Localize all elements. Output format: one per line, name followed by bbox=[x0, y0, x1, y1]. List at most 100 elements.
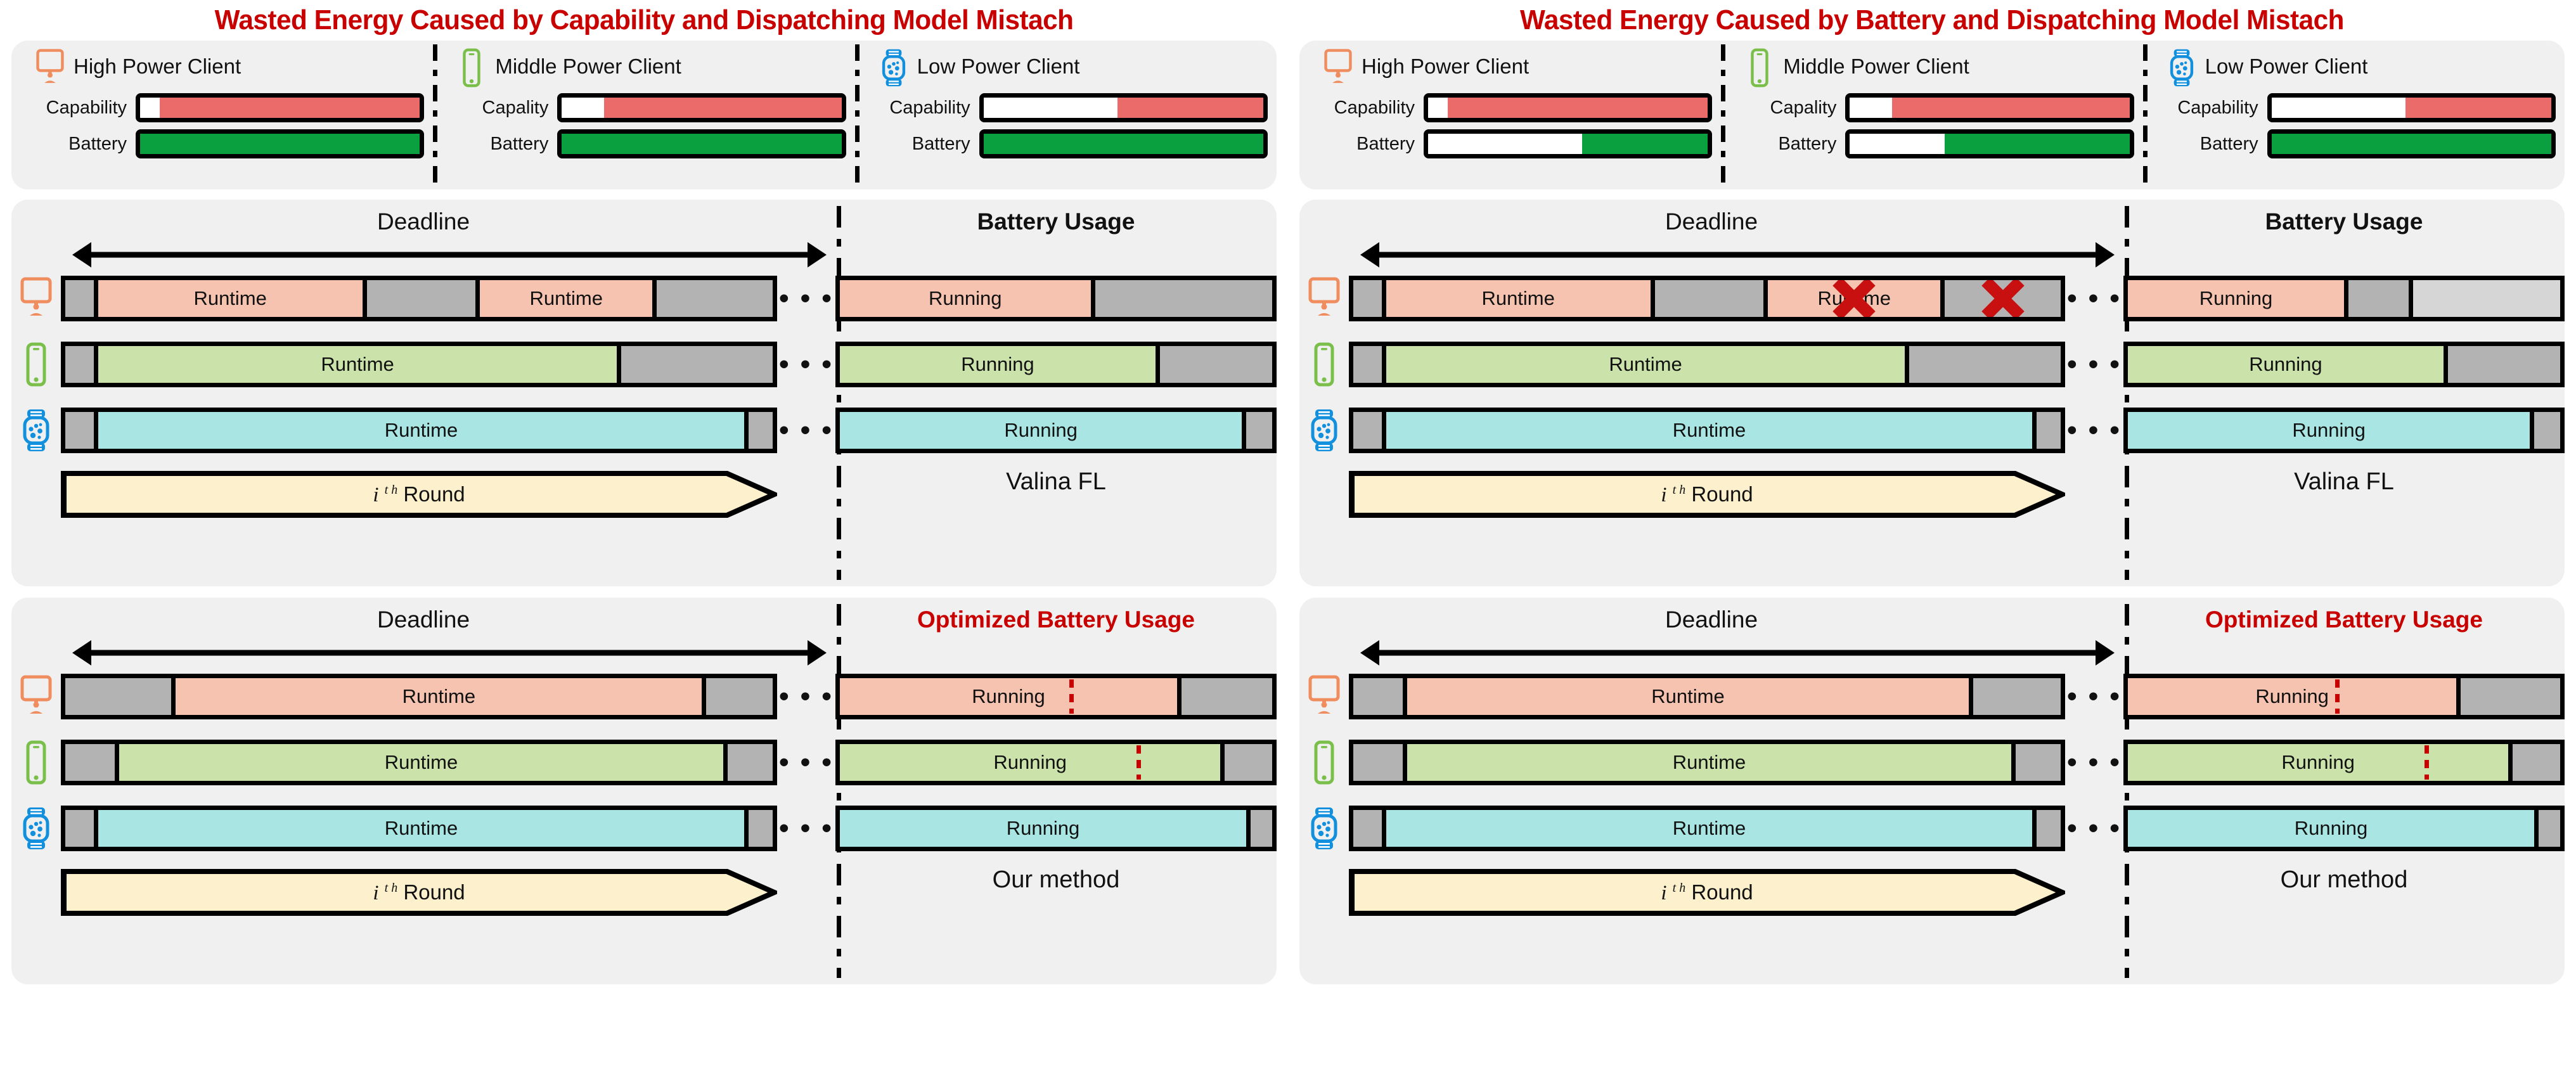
running-segment: Running bbox=[840, 412, 1242, 449]
monitor-icon bbox=[1323, 48, 1353, 85]
capability-row: Capality bbox=[442, 93, 846, 122]
running-segment bbox=[1220, 744, 1272, 781]
deadline-title: Deadline bbox=[377, 209, 470, 235]
deadline-bar: Runtime bbox=[1349, 806, 2065, 851]
phone-icon bbox=[11, 740, 61, 785]
running-segment: Running bbox=[840, 280, 1091, 317]
section-title: Wasted Energy Caused by Battery and Disp… bbox=[1520, 4, 2344, 35]
battery-side: Battery Usage Running Running Running Va… bbox=[2123, 200, 2565, 586]
round-row: i t h Round • • • bbox=[1299, 865, 2123, 920]
battery-track-row: Running bbox=[2123, 733, 2565, 792]
round-banner: i t h Round bbox=[61, 868, 777, 917]
watch-icon bbox=[879, 48, 908, 87]
round-banner: i t h Round bbox=[1349, 868, 2065, 917]
runtime-segment bbox=[702, 678, 773, 715]
phone-icon bbox=[1751, 48, 1769, 87]
deadline-track-row: Runtime • • • bbox=[11, 667, 835, 726]
cross-out-icon bbox=[1978, 280, 2028, 317]
running-segment: Running bbox=[840, 744, 1221, 781]
deadline-bar: Runtime bbox=[1349, 408, 2065, 453]
battery-usage-title: Battery Usage bbox=[977, 209, 1135, 235]
running-segment bbox=[2443, 346, 2560, 383]
running-segment bbox=[1242, 412, 1272, 449]
method-name: Our method bbox=[2280, 866, 2408, 893]
capability-label: Capability bbox=[46, 97, 127, 118]
client-header: High Power Client bbox=[1308, 47, 1712, 86]
capability-row: Capability bbox=[20, 93, 425, 122]
runtime-segment bbox=[723, 744, 773, 781]
client-header: Low Power Client bbox=[864, 47, 1268, 87]
battery-bar: Running bbox=[2123, 408, 2565, 453]
battery-meter bbox=[1424, 129, 1713, 158]
battery-bar: Running bbox=[835, 674, 1277, 719]
battery-track-row: Running bbox=[2123, 335, 2565, 394]
battery-track-row: Running bbox=[2123, 667, 2565, 726]
client-header: Low Power Client bbox=[2152, 47, 2556, 87]
capability-meter bbox=[136, 93, 425, 122]
battery-bar: Running bbox=[835, 342, 1277, 387]
battery-usage-title: Battery Usage bbox=[2265, 209, 2423, 235]
deadline-track-row: Runtime • • • bbox=[1299, 799, 2123, 858]
capability-meter bbox=[557, 93, 846, 122]
battery-row: Battery bbox=[1308, 129, 1713, 158]
round-arrow-shape bbox=[1349, 869, 2065, 916]
runtime-segment: Runtime bbox=[1381, 280, 1651, 317]
client-name: Low Power Client bbox=[2205, 55, 2368, 78]
deadline-arrow bbox=[1360, 240, 2115, 269]
phone-icon bbox=[1745, 48, 1774, 87]
client-cell-2: Low Power Client Capability Battery bbox=[2143, 41, 2565, 190]
runtime-segment: Runtime bbox=[1381, 346, 1905, 383]
continuation-ellipsis: • • • bbox=[779, 283, 834, 314]
runtime-segment: Runtime bbox=[475, 280, 653, 317]
phone-icon bbox=[1314, 342, 1334, 387]
arrow-head-right bbox=[808, 640, 827, 665]
watch-icon bbox=[882, 49, 905, 87]
phone-icon bbox=[11, 342, 61, 387]
round-banner: i t h Round bbox=[1349, 470, 2065, 519]
running-segment bbox=[2409, 280, 2560, 317]
capability-label: Capality bbox=[1770, 97, 1837, 118]
running-segment bbox=[1176, 678, 1272, 715]
runtime-segment: Runtime bbox=[93, 412, 745, 449]
left-half: Wasted Energy Caused by Capability and D… bbox=[11, 6, 1277, 984]
client-divider bbox=[433, 44, 438, 186]
runtime-segment bbox=[65, 810, 94, 847]
arrow-head-left bbox=[1360, 640, 1379, 665]
capability-row: Capality bbox=[1730, 93, 2134, 122]
battery-track-row: Running bbox=[835, 401, 1277, 460]
arrow-line bbox=[86, 252, 813, 258]
deadline-arrow bbox=[72, 638, 827, 667]
arrow-line bbox=[1374, 252, 2101, 258]
deadline-bar: Runtime bbox=[61, 740, 777, 785]
watch-icon bbox=[2170, 49, 2193, 87]
runtime-segment bbox=[1353, 346, 1382, 383]
round-banner: i t h Round bbox=[61, 470, 777, 519]
round-row: i t h Round • • • bbox=[11, 865, 835, 920]
running-segment bbox=[1090, 280, 1272, 317]
runtime-segment: Runtime bbox=[1403, 678, 1969, 715]
clients-panel: High Power Client Capability Battery bbox=[1299, 41, 2565, 190]
phone-icon bbox=[1299, 740, 1349, 785]
deadline-side: Deadline Runtime • • • Runtime • • • bbox=[1299, 598, 2123, 984]
client-cell-1: Middle Power Client Capality Battery bbox=[1721, 41, 2142, 190]
runtime-segment bbox=[1353, 810, 1382, 847]
cross-out-icon bbox=[1829, 280, 1879, 317]
runtime-segment bbox=[2011, 744, 2061, 781]
deadline-track-row: Runtime • • • bbox=[1299, 733, 2123, 792]
runtime-segment bbox=[2032, 412, 2061, 449]
battery-threshold-marker bbox=[1069, 679, 1074, 714]
runtime-segment bbox=[652, 280, 773, 317]
arrow-head-right bbox=[2096, 242, 2115, 267]
phone-icon bbox=[457, 48, 486, 87]
monitor-icon bbox=[1324, 49, 1352, 83]
client-cell-2: Low Power Client Capability Battery bbox=[855, 41, 1277, 190]
battery-threshold-marker bbox=[1137, 745, 1142, 780]
panel-separator bbox=[2125, 206, 2129, 580]
method-panel: Deadline Runtime • • • Runtime • • • bbox=[11, 598, 1277, 984]
deadline-side: Deadline Runtime • • • Runtime • • • bbox=[11, 598, 835, 984]
battery-usage-title: Optimized Battery Usage bbox=[917, 607, 1195, 633]
battery-bar: Running bbox=[2123, 806, 2565, 851]
right-half: Wasted Energy Caused by Battery and Disp… bbox=[1288, 0, 2576, 1080]
client-header: Middle Power Client bbox=[442, 47, 846, 87]
